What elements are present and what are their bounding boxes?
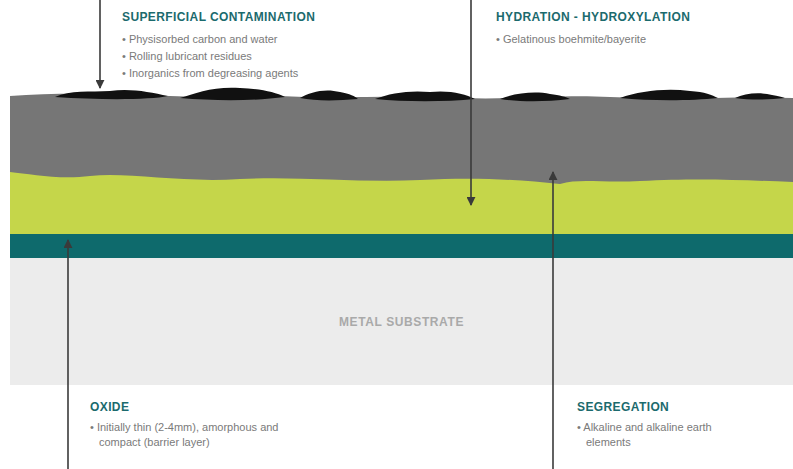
callout-heading: OXIDE [90, 400, 129, 414]
hydration-arrow [470, 0, 472, 205]
substrate-band: METAL SUBSTRATE [10, 258, 793, 385]
substrate-band [10, 258, 793, 385]
layer-name: METAL SUBSTRATE [339, 315, 464, 329]
callout-item: • Rolling lubricant residues [122, 49, 391, 64]
callout-heading: SUPERFICIAL CONTAMINATION [122, 10, 315, 24]
contamination-blobs [55, 88, 785, 102]
callout-item: • Gelatinous boehmite/bayerite [496, 32, 765, 47]
oxide-arrow [67, 240, 69, 469]
contamination-arrow [99, 0, 101, 88]
callout-heading: HYDRATION - HYDROXYLATION [496, 10, 690, 24]
callout-item: • Alkaline and alkaline earth elements [577, 420, 716, 450]
callout-item: • Initially thin (2-4mm), amorphous and … [90, 420, 299, 450]
callout-item: • Physisorbed carbon and water [122, 32, 391, 47]
oxide-layer [10, 233, 793, 258]
callout-item: • Inorganics from degreasing agents [122, 66, 391, 81]
callout-heading: SEGREGATION [577, 400, 669, 414]
leader-arrows [68, 0, 553, 469]
contamination-grey-layer [10, 94, 793, 184]
segregation-arrow [552, 172, 554, 469]
